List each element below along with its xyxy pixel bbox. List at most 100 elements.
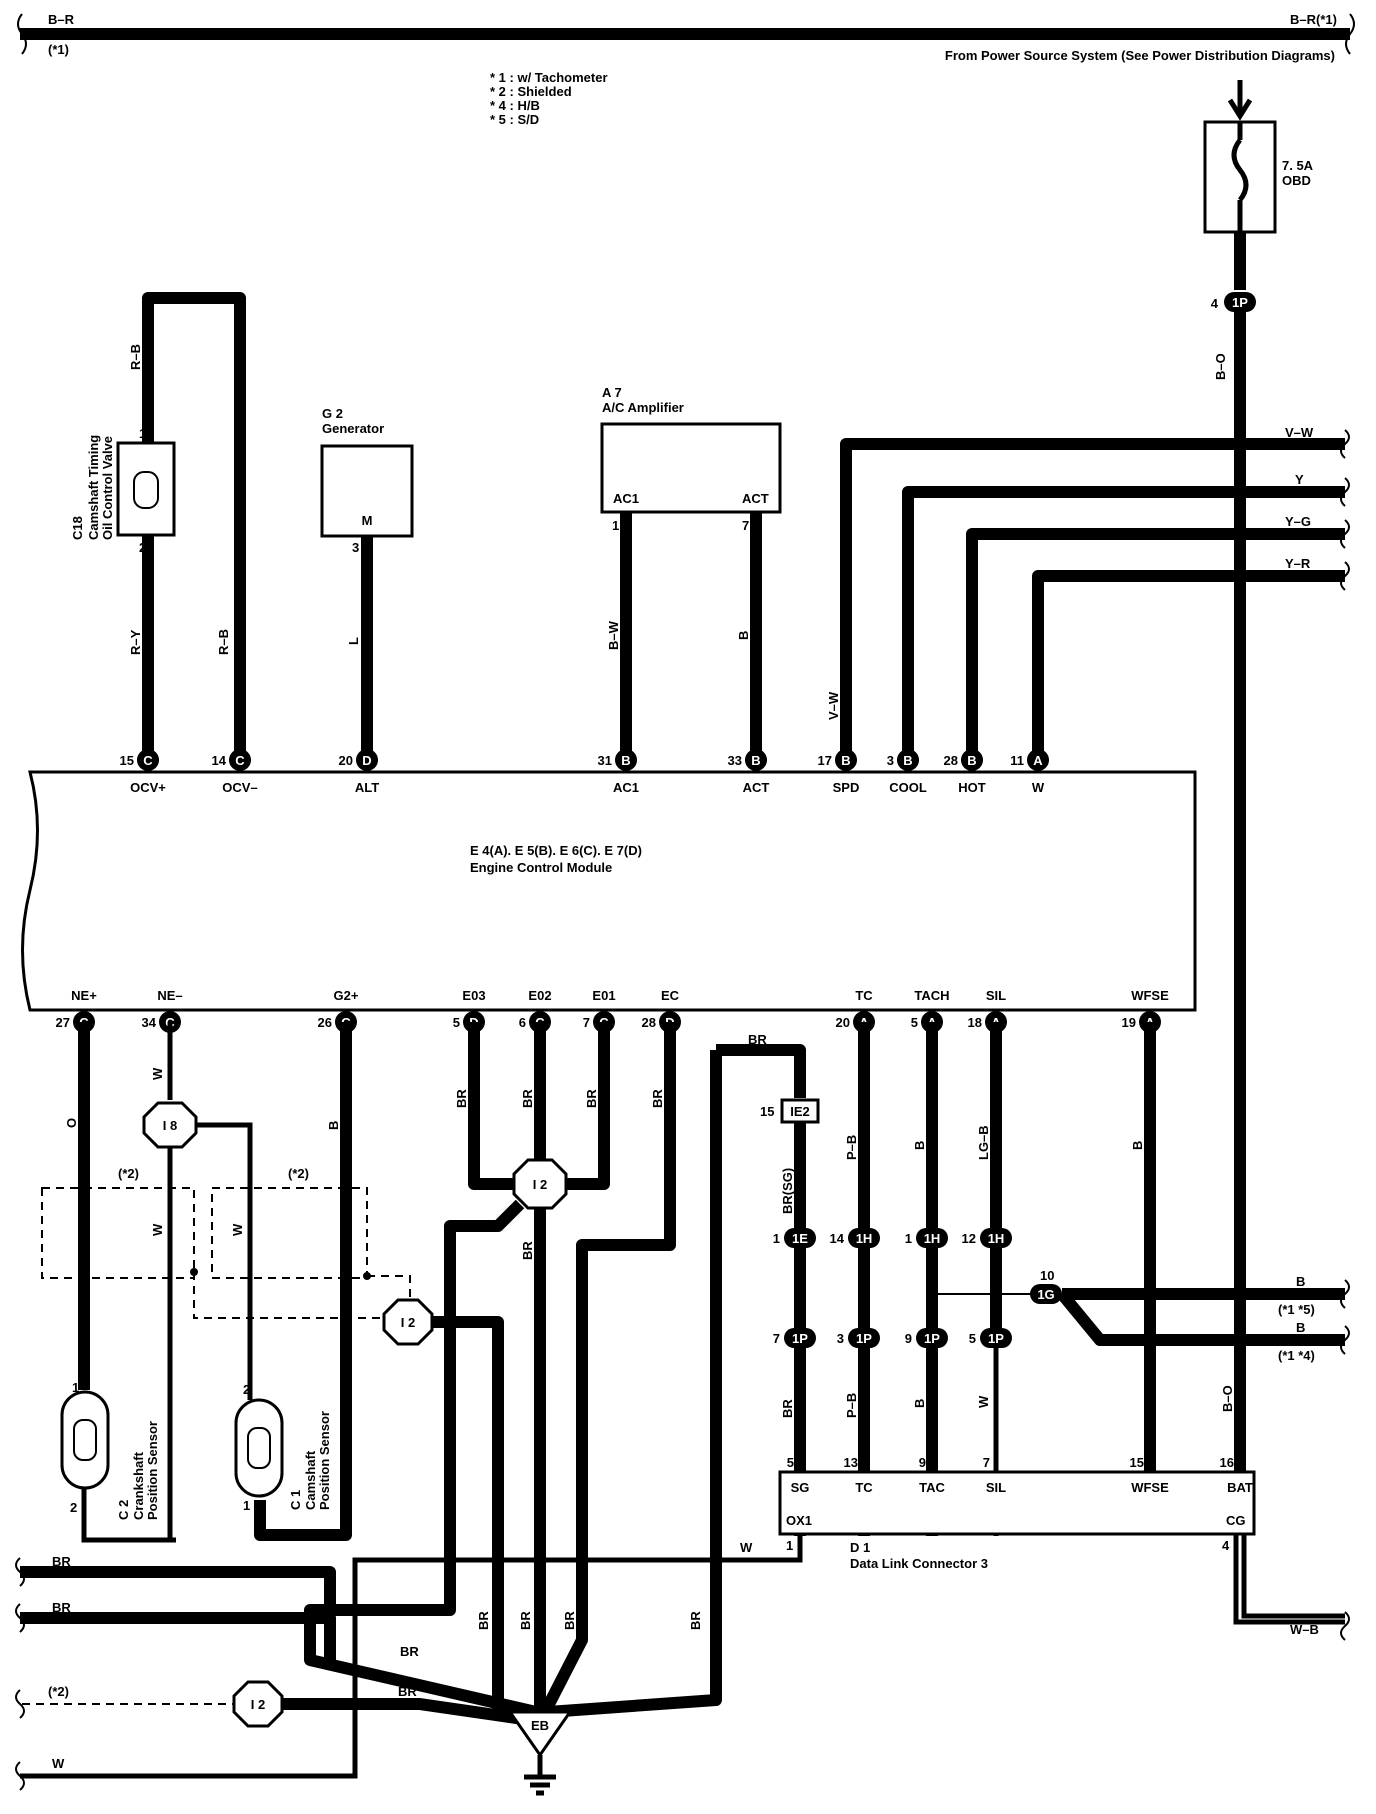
ecm-bottom-pin-name: NE– [157,988,182,1003]
generator-pin: 3 [352,540,359,555]
ecm-top-pin-num: 11 [1010,753,1024,768]
dlc-w-label: W [740,1540,753,1555]
sg-lower-color: BR [780,1399,795,1418]
dlc-pin-num: 15 [1130,1455,1144,1470]
e02-lower-color: BR [520,1241,535,1260]
ec-wire [539,1022,676,1715]
ecm-ids: E 4(A). E 5(B). E 6(C). E 7(D) [470,843,642,858]
shield-box [41,1187,195,1279]
left-wire-2: BR [52,1600,71,1615]
ecm-top-pin-conn: B [967,753,976,768]
ac1-wire-color: B–W [606,620,621,650]
connector-i2-shield-label: I 2 [401,1315,415,1330]
ecm-top-pin-circle [615,749,637,771]
coil-icon [73,1419,97,1461]
connector-ie2-pin: 15 [760,1104,774,1119]
ecm-top-pin-conn: B [903,753,912,768]
right-wire-2: Y [1295,472,1304,487]
note-2: * 2 : Shielded [490,84,572,99]
ground-label-4: BR [518,1611,533,1630]
ecm-bottom-pin-num: 5 [911,1015,918,1030]
cam-name-2: Position Sensor [317,1411,332,1510]
ecm-top-pin-num: 20 [339,753,353,768]
sg-top-label: BR [748,1032,767,1047]
ecm-bottom-pin-num: 27 [56,1015,70,1030]
cam-name-1: Camshaft [303,1450,318,1510]
dlc-pin-num: 9 [919,1455,926,1470]
ocv-wire-left: R–Y [128,629,143,655]
dlc-pin-name: TC [855,1480,873,1495]
ecm-top-pin-circle [961,749,983,771]
sg-wire-color: BR(SG) [780,1168,795,1214]
dlc-pin-num: 13 [844,1455,858,1470]
ocv-id: C18 [70,516,85,540]
fuse-name: OBD [1282,173,1311,188]
break-mark [17,13,27,55]
right-b-2: B [1296,1320,1305,1335]
break-mark [1345,13,1355,55]
ecm-top-pin-name: AC1 [613,780,639,795]
ecm-top-pin-circle [1027,749,1049,771]
ecm-top-pin-conn: B [841,753,850,768]
ne-minus-wire-color: W [150,1067,165,1080]
connector-1g-icon [1030,1284,1062,1304]
ecm-top-pin-circle [229,749,251,771]
left-wire-1: BR [52,1554,71,1569]
ecm-top-pins: C15OCV+C14OCV–D20ALTB31AC1B33ACTB17SPDB3… [120,749,1049,795]
dlc-pin-num: 7 [983,1455,990,1470]
ecm-bottom-pin-num: 18 [968,1015,982,1030]
tc-lower-color: P–B [844,1393,859,1418]
cg-wire [1233,1534,1345,1625]
w-wire [1032,570,1345,760]
connector-row1-icon [848,1228,880,1248]
dlc-pin-name: SG [791,1480,810,1495]
e03-wire-color: BR [454,1089,469,1108]
note-4: * 4 : H/B [490,98,540,113]
i2-shield-wire [432,1316,504,1712]
crank-sensor-icon [60,1390,110,1490]
ecm-top-pin-conn: C [235,753,245,768]
ground-eb-label: EB [531,1718,549,1733]
cg-wire-color: W–B [1290,1622,1319,1637]
ecm-top-pin-name: W [1032,780,1045,795]
connector-rowp-label: 1P [856,1331,872,1346]
dlc-pin-num: 5 [787,1455,794,1470]
dlc-pin-name: SIL [986,1480,1006,1495]
cam-pin1: 1 [243,1498,250,1513]
ocv-wire-right: R–B [216,629,231,655]
generator-name: Generator [322,421,384,436]
i8-wire-color: W [230,1223,245,1236]
e03-wire [468,1022,520,1190]
fuse-conn: 1P [1232,295,1248,310]
top-bus-left-note: (*1) [48,42,69,57]
ocv-pin1: 1 [139,426,146,441]
dlc-pin-ox1: 1 [786,1538,793,1553]
junction-dot [363,1272,371,1280]
ecm-top-pin-conn: A [1033,753,1043,768]
generator-terminal: M [362,513,373,528]
ac-amp-t1: AC1 [613,491,639,506]
ground-label-5: BR [562,1611,577,1630]
top-bus-left-label: B–R [48,12,75,27]
power-source-label: From Power Source System (See Power Dist… [945,48,1335,63]
connector-rowp-pin: 9 [905,1331,912,1346]
ground-label-6: BR [688,1611,703,1630]
dlc-id: D 1 [850,1540,870,1555]
crank-name-2: Position Sensor [145,1421,160,1520]
connector-rowp-pin: 5 [969,1331,976,1346]
shield-box [211,1187,368,1279]
ground-wire-right [547,1050,722,1718]
cam-sensor-icon [234,1398,284,1498]
connector-row1-pin: 1 [905,1231,912,1246]
left-br-wire-2 [20,1612,336,1660]
fuse-rating: 7. 5A [1282,158,1314,173]
coil-icon [247,1427,271,1469]
i8-branch [196,1122,253,1400]
ecm-top-pin-num: 33 [728,753,742,768]
connector-row1-label: 1H [988,1231,1005,1246]
connector-row1-icon [784,1228,816,1248]
spd-wire [840,438,1345,760]
ground-label-3: BR [476,1611,491,1630]
